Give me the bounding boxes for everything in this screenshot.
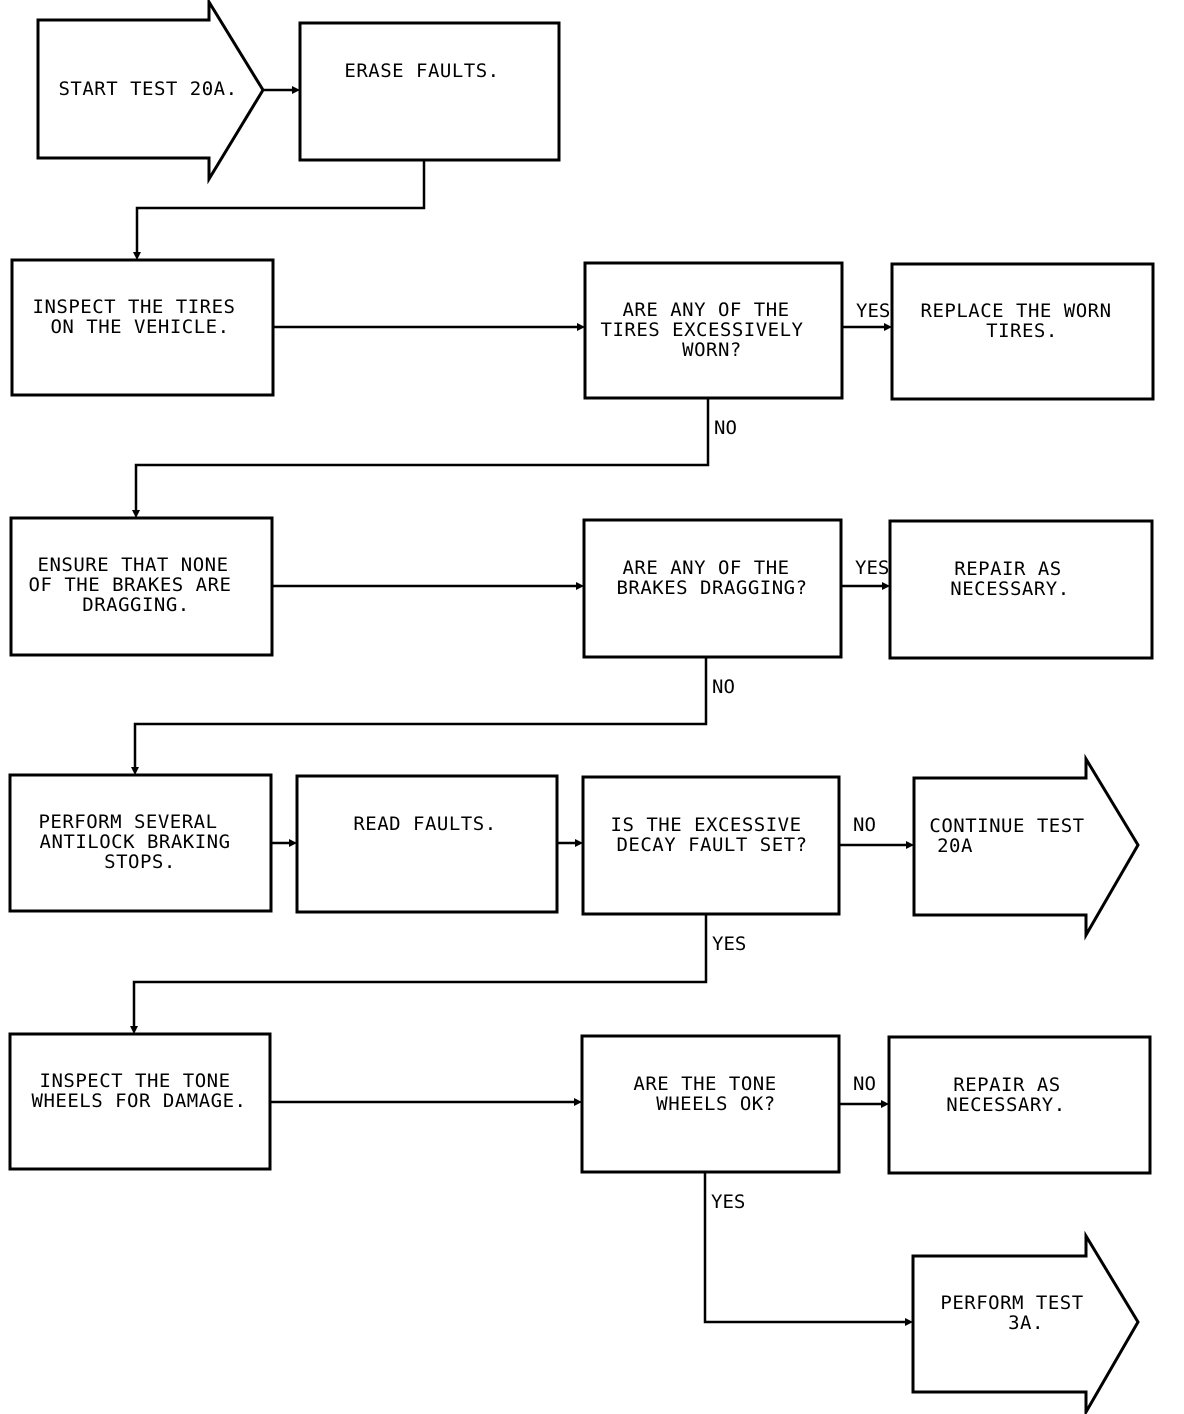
arrowhead: [884, 323, 892, 331]
erase-faults-box: [298, 21, 561, 162]
yes-label: YES: [856, 300, 890, 322]
inspect-tires-box: [10, 258, 275, 397]
repair-brakes-box: [888, 519, 1154, 660]
arrowhead: [576, 582, 584, 590]
label-line: ERASE FAULTS.: [344, 60, 499, 82]
label-line: 3A.: [1008, 1312, 1044, 1334]
tires-worn-decision-box: [583, 261, 844, 400]
label-line: ON THE VEHICLE.: [50, 316, 229, 338]
connectors: [130, 86, 914, 1326]
label-line: TIRES EXCESSIVELY: [601, 319, 804, 341]
decay-fault-decision-box: [581, 775, 841, 916]
arrowhead: [574, 1098, 582, 1106]
label-line: ARE ANY OF THE: [622, 557, 789, 579]
arrowhead: [881, 1100, 889, 1108]
label-line: 20A: [937, 835, 973, 857]
arrowhead: [289, 839, 297, 847]
label-line: DRAGGING.: [82, 594, 189, 616]
arrowhead: [292, 86, 300, 94]
arrowhead: [133, 252, 141, 260]
label-line: REPLACE THE WORN: [921, 300, 1112, 322]
arrowhead: [577, 323, 585, 331]
no-label: NO: [712, 676, 735, 698]
repair-brakes-label: REPAIR AS NECESSARY.: [950, 558, 1073, 600]
node-labels: START TEST 20A. ERASE FAULTS. INSPECT TH…: [29, 60, 1124, 1334]
yes-label: YES: [855, 557, 889, 579]
edge-decay-fault-inspect-tone: [132, 914, 708, 1026]
label-line: DECAY FAULT SET?: [616, 834, 807, 856]
start-label: START TEST 20A.: [58, 78, 237, 100]
label-line: PERFORM TEST: [940, 1292, 1083, 1314]
label-line: ENSURE THAT NONE: [38, 554, 229, 576]
label-line: REPAIR AS: [954, 558, 1061, 580]
perform-test-3a-arrow: [911, 1230, 1140, 1414]
inspect-tone-box: [8, 1032, 272, 1171]
continue-test-arrow: [912, 753, 1140, 941]
tone-ok-label: ARE THE TONE WHEELS OK?: [633, 1073, 788, 1115]
label-line: WHEELS FOR DAMAGE.: [32, 1090, 247, 1112]
edge-tone-ok-perform-3a: [703, 1172, 905, 1324]
label-line: IS THE EXCESSIVE: [611, 814, 802, 836]
arrowhead: [132, 510, 140, 518]
label-line: READ FAULTS.: [353, 813, 496, 835]
label-line: PERFORM SEVERAL: [38, 811, 217, 833]
start-test-arrow: [36, 0, 265, 185]
no-label: NO: [714, 417, 737, 439]
no-label: NO: [853, 814, 876, 836]
continue-test-label: CONTINUE TEST 20A: [929, 815, 1096, 857]
yes-label: YES: [712, 933, 746, 955]
brakes-dragging-decision-box: [582, 518, 843, 659]
edge-tires-worn-ensure-brakes: [134, 398, 710, 510]
ensure-brakes-box: [9, 516, 274, 657]
perform-stops-label: PERFORM SEVERAL ANTILOCK BRAKING STOPS.: [38, 811, 242, 873]
label-line: ANTILOCK BRAKING: [40, 831, 231, 853]
label-line: WHEELS OK?: [656, 1093, 775, 1115]
replace-tires-label: REPLACE THE WORN TIRES.: [921, 300, 1124, 342]
arrowhead: [131, 767, 139, 775]
label-line: NECESSARY.: [946, 1094, 1065, 1116]
label-line: INSPECT THE TIRES: [33, 296, 236, 318]
perform-stops-box: [8, 773, 273, 913]
repair-tone-box: [887, 1035, 1152, 1175]
erase-label: ERASE FAULTS.: [344, 60, 499, 82]
tone-ok-decision-box: [580, 1034, 841, 1174]
tires-worn-label: ARE ANY OF THE TIRES EXCESSIVELY WORN?: [601, 299, 816, 361]
brakes-dragging-label: ARE ANY OF THE BRAKES DRAGGING?: [616, 557, 807, 599]
edge-erase-inspect-tires: [135, 160, 426, 252]
ensure-brakes-label: ENSURE THAT NONE OF THE BRAKES ARE DRAGG…: [29, 554, 244, 616]
replace-tires-box: [890, 262, 1155, 401]
read-faults-label: READ FAULTS.: [353, 813, 496, 835]
perform-3a-label: PERFORM TEST 3A.: [940, 1292, 1095, 1334]
edge-labels: YES NO YES NO NO YES NO YES: [711, 300, 890, 1213]
no-label: NO: [853, 1073, 876, 1095]
arrowhead: [905, 1318, 913, 1326]
label-line: BRAKES DRAGGING?: [616, 577, 807, 599]
arrowhead: [130, 1026, 138, 1034]
label-line: INSPECT THE TONE: [40, 1070, 231, 1092]
repair-tone-label: REPAIR AS NECESSARY.: [946, 1074, 1072, 1116]
decay-fault-label: IS THE EXCESSIVE DECAY FAULT SET?: [611, 814, 814, 856]
label-line: ARE ANY OF THE: [622, 299, 789, 321]
label-line: TIRES.: [986, 320, 1058, 342]
inspect-tone-label: INSPECT THE TONE WHEELS FOR DAMAGE.: [32, 1070, 247, 1112]
arrowhead: [575, 839, 583, 847]
label-line: NECESSARY.: [950, 578, 1069, 600]
label-line: ARE THE TONE: [633, 1073, 776, 1095]
arrowhead: [906, 841, 914, 849]
edge-brakes-dragging-perform-stops: [133, 657, 708, 767]
label-line: STOPS.: [104, 851, 176, 873]
inspect-tires-label: INSPECT THE TIRES ON THE VEHICLE.: [33, 296, 248, 338]
read-faults-box: [295, 774, 559, 914]
arrowhead: [882, 582, 890, 590]
label-line: WORN?: [682, 339, 742, 361]
yes-label: YES: [711, 1191, 745, 1213]
label-line: REPAIR AS: [953, 1074, 1060, 1096]
label-line: OF THE BRAKES ARE: [29, 574, 232, 596]
label-line: CONTINUE TEST: [929, 815, 1084, 837]
shapes: [8, 0, 1155, 1414]
label-line: START TEST 20A.: [58, 78, 237, 100]
